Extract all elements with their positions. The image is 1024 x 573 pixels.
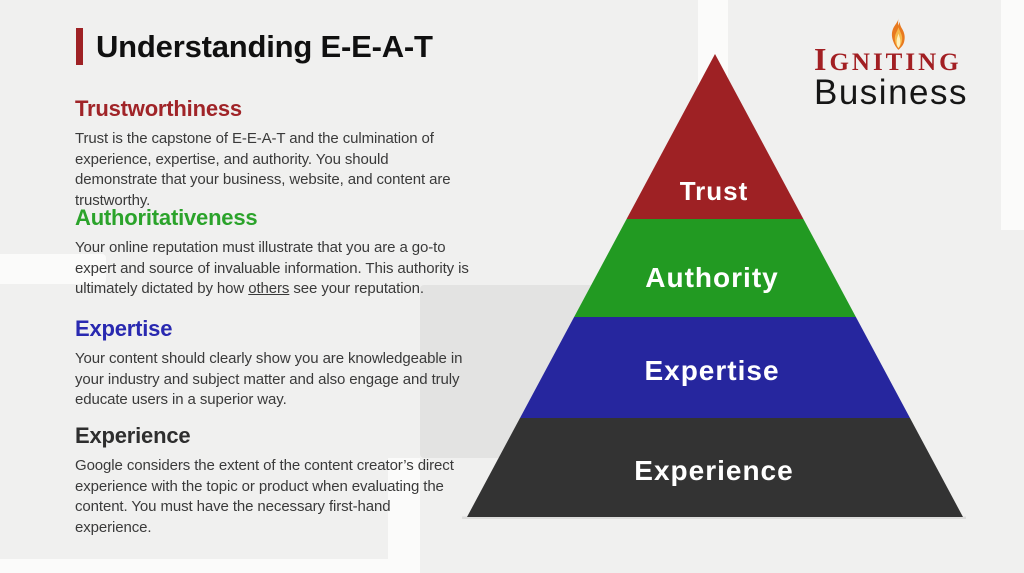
pyramid-level-expertise xyxy=(520,317,910,418)
flame-icon xyxy=(891,18,905,50)
pyramid-level-authority xyxy=(574,219,856,317)
logo-wordmark-igniting: IGNITING xyxy=(814,43,1012,76)
background-shape xyxy=(0,254,106,284)
section-body-authoritativeness: Your online reputation must illustrate t… xyxy=(75,238,469,300)
section-body-experience: Google considers the extent of the conte… xyxy=(75,457,454,536)
section-heading-authoritativeness: Authoritativeness xyxy=(75,205,258,230)
background-shape xyxy=(388,458,420,573)
pyramid-base-shadow xyxy=(462,516,966,519)
logo-wordmark-business: Business xyxy=(814,73,969,112)
section-heading-experience: Experience xyxy=(75,423,191,448)
section-expertise: Expertise Your content should clearly sh… xyxy=(75,316,469,411)
logo-rest: GNITING xyxy=(829,49,962,76)
body-text-post: see your reputation. xyxy=(289,280,424,297)
body-text-pre: Your online reputation must illustrate t… xyxy=(75,239,469,297)
pyramid-label-trust: Trust xyxy=(680,176,749,206)
pyramid-level-experience xyxy=(467,418,963,517)
title-block: Understanding E-E-A-T xyxy=(76,28,433,65)
section-body-expertise: Your content should clearly show you are… xyxy=(75,350,463,408)
logo-initial: I xyxy=(814,41,830,77)
section-authoritativeness: Authoritativeness Your online reputation… xyxy=(75,205,469,300)
section-heading-trustworthiness: Trustworthiness xyxy=(75,96,242,121)
pyramid-label-expertise: Expertise xyxy=(644,355,779,386)
pyramid-label-authority: Authority xyxy=(645,262,778,293)
logo-igniting-business: IGNITING Business xyxy=(812,16,1012,118)
pyramid-level-trust xyxy=(626,54,804,219)
section-trustworthiness: Trustworthiness Trust is the capstone of… xyxy=(75,96,469,211)
section-body-trustworthiness: Trust is the capstone of E-E-A-T and the… xyxy=(75,130,451,209)
section-heading-expertise: Expertise xyxy=(75,316,173,341)
background-shape xyxy=(0,559,420,573)
page-title: Understanding E-E-A-T xyxy=(96,28,433,64)
body-text-underlined: others xyxy=(248,280,290,297)
section-experience: Experience Google considers the extent o… xyxy=(75,423,469,538)
background-shape xyxy=(1001,0,1024,230)
pyramid-label-experience: Experience xyxy=(634,455,793,486)
title-accent-bar xyxy=(76,28,83,65)
